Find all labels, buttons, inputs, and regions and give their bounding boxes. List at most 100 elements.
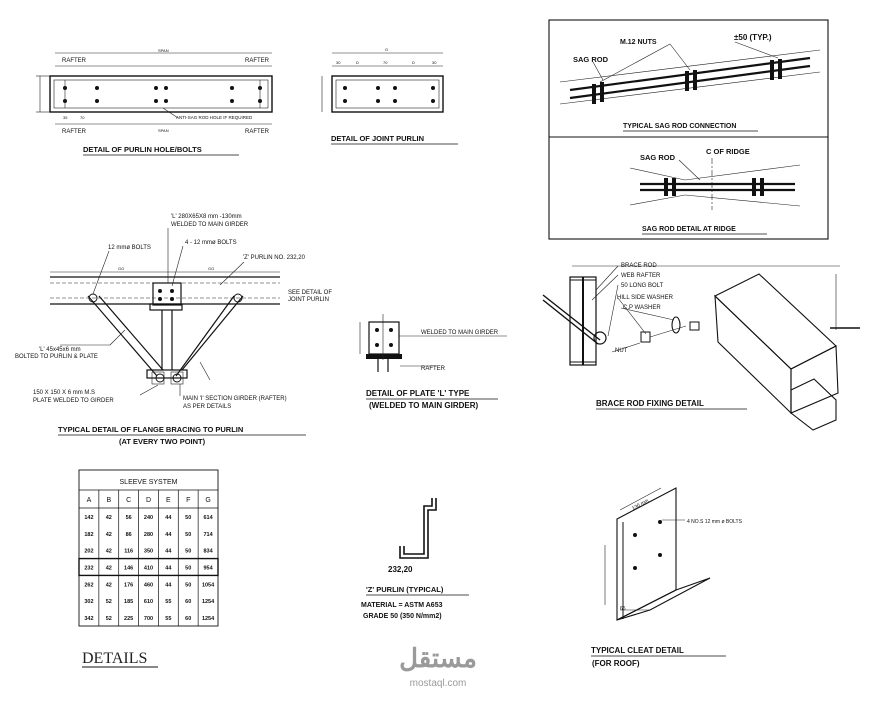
purlin-hole-detail: RAFTER RAFTER SPAN RAFTER RAFTER SPAN 35… (36, 48, 273, 156)
table-header-cell: A (87, 497, 92, 504)
table-cell: 240 (144, 515, 153, 521)
see-detail-label: SEE DETAIL OF (288, 290, 332, 296)
joint-purlin-detail: G 30 D 70 D 30 DETAIL OF JOINT PURLIN (321, 47, 458, 145)
as-per-label: AS PER DETAILS (183, 404, 231, 410)
plate-l-subtitle: (WELDED TO MAIN GIRDER) (369, 401, 479, 410)
bolts-label: 12 mmø BOLTS (108, 245, 151, 251)
dim-label: 30 (336, 60, 341, 65)
web-rafter-label: WEB RAFTER (621, 273, 661, 279)
table-cell: 86 (126, 532, 132, 538)
table-cell: 44 (165, 549, 172, 555)
purlin-hole-title: DETAIL OF PURLIN HOLE/BOLTS (83, 145, 202, 154)
table-cell: 146 (124, 566, 133, 572)
dim-label: D (412, 60, 415, 65)
table-cell: 42 (106, 532, 112, 538)
table-cell: 410 (144, 566, 153, 572)
table-cell: 262 (84, 582, 93, 588)
table-cell: 52 (106, 616, 112, 622)
table-cell: 42 (106, 582, 112, 588)
washer-label: HILL SIDE WASHER (617, 295, 674, 301)
footer: DETAILS مستقل mostaql.com (82, 643, 477, 689)
nut-label: NUT (615, 348, 628, 354)
rafter-label: RAFTER (421, 366, 446, 372)
table-cell: 185 (124, 599, 133, 605)
z-purlin-size: 232,20 (388, 565, 413, 574)
cleat-title: TYPICAL CLEAT DETAIL (591, 646, 684, 655)
rafter-label: RAFTER (62, 129, 87, 135)
table-cell: 44 (165, 532, 172, 538)
dim-label: 70 (80, 115, 85, 120)
welded-label: WELDED TO MAIN GIRDER (171, 222, 249, 228)
dim-130: 130 mm (631, 498, 650, 512)
plate-l-title: DETAIL OF PLATE 'L' TYPE (366, 389, 470, 398)
sag-rod-nuts (592, 59, 782, 104)
plate-l-detail: WELDED TO MAIN GIRDER RAFTER DETAIL OF P… (359, 314, 507, 410)
plate-welded-label: PLATE WELDED TO GIRDER (33, 398, 114, 404)
table-header-cell: G (205, 497, 210, 504)
table-cell: 50 (185, 515, 191, 521)
flange-bracing-subtitle: (AT EVERY TWO POINT) (119, 437, 206, 446)
span-label: SPAN (158, 48, 169, 53)
brace-rod-title: BRACE ROD FIXING DETAIL (596, 399, 704, 408)
table-cell: 55 (165, 599, 171, 605)
table-header-cell: F (186, 497, 190, 504)
cleat-subtitle: (FOR ROOF) (592, 659, 640, 668)
table-cell: 42 (106, 549, 112, 555)
z-purlin-title: 'Z' PURLIN (TYPICAL) (366, 585, 444, 594)
table-cell: 44 (165, 582, 172, 588)
sag-rod-connection-title: TYPICAL SAG ROD CONNECTION (623, 123, 736, 130)
details-label: DETAILS (82, 650, 147, 667)
table-cell: 60 (185, 599, 191, 605)
table-cell: 280 (144, 532, 153, 538)
cleat-detail: 130 mm 65 4 NO.S 12 mm ø BOLTS TYPICAL C… (591, 487, 743, 668)
bolt-label: 50 LONG BOLT (621, 283, 664, 289)
table-cell: 50 (185, 582, 191, 588)
dim-label: 35 (63, 115, 68, 120)
table-cell: 834 (203, 549, 213, 555)
z-purlin-grade: GRADE 50 (350 N/mm2) (363, 613, 442, 620)
table-cell: 60 (185, 616, 191, 622)
dim-label: GG (208, 266, 214, 271)
cleat-bolts-label: 4 NO.S 12 mm ø BOLTS (687, 519, 743, 525)
purlin-bolt-holes (63, 86, 262, 103)
watermark-logo: مستقل (399, 643, 477, 673)
bolted-label: BOLTED TO PURLIN & PLATE (15, 354, 98, 360)
table-cell: 56 (126, 515, 132, 521)
span-label: SPAN (158, 128, 169, 133)
plate-label: 150 X 150 X 6 mm M.S (33, 390, 95, 396)
table-header-cell: E (166, 497, 171, 504)
table-cell: 954 (203, 566, 213, 572)
table-cell: 42 (106, 566, 112, 572)
table-cell: 44 (165, 566, 172, 572)
table-cell: 342 (84, 616, 93, 622)
joint-purlin-label: JOINT PURLIN (288, 297, 329, 303)
dim-label: GG (118, 266, 124, 271)
dim-label: 70 (383, 60, 388, 65)
table-cell: 1254 (202, 599, 215, 605)
table-cell: 1054 (202, 582, 215, 588)
table-cell: 176 (124, 582, 133, 588)
rafter-label: RAFTER (245, 58, 270, 64)
table-cell: 460 (144, 582, 153, 588)
l-angle-label: 'L' 280X65X8 mm -130mm (171, 214, 242, 220)
table-cell: 42 (106, 515, 112, 521)
dim-label: 30 (432, 60, 437, 65)
typ-label: ±50 (TYP.) (734, 33, 772, 42)
brace-rod-detail: BRACE ROD WEB RAFTER 50 LONG BOLT HILL S… (542, 263, 860, 431)
table-cell: 50 (185, 532, 191, 538)
table-cell: 202 (84, 549, 93, 555)
table-cell: 714 (203, 532, 213, 538)
table-cell: 614 (203, 515, 213, 521)
sag-rod-label: SAG ROD (573, 55, 609, 64)
table-cell: 182 (84, 532, 93, 538)
rafter-label: RAFTER (245, 129, 270, 135)
table-cell: 116 (124, 549, 133, 555)
z-purlin-label: 'Z' PURLIN NO. 232,20 (243, 255, 306, 261)
watermark-url: mostaql.com (410, 678, 467, 689)
dim-label: D (356, 60, 359, 65)
cp-washer-label: C.P WASHER (623, 305, 661, 311)
table-cell: 225 (124, 616, 133, 622)
table-cell: 232 (84, 566, 93, 572)
